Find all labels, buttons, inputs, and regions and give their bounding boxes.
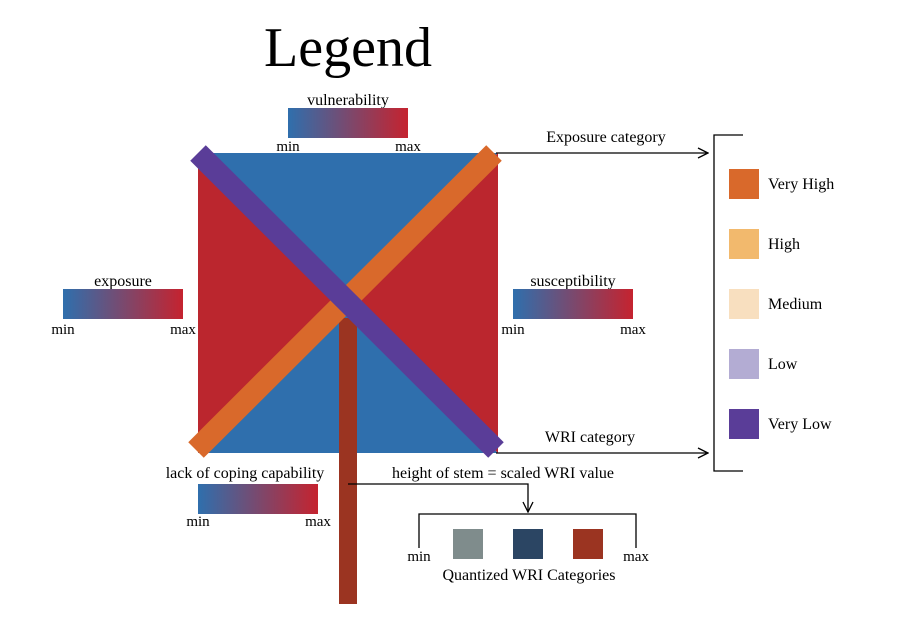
- category-arrows: Exposure category WRI category: [496, 129, 708, 453]
- susceptibility-triangle: [348, 153, 498, 453]
- exposure-level-swatch: [729, 409, 759, 439]
- quantized-max: max: [623, 549, 649, 565]
- exposure-level-swatch: [729, 169, 759, 199]
- exposure-level-label: Very Low: [768, 416, 832, 433]
- exposure-category-label: Exposure category: [546, 129, 666, 146]
- susceptibility-max: max: [620, 322, 646, 338]
- coping-max: max: [305, 514, 331, 530]
- exposure-label: exposure: [94, 273, 152, 290]
- quantized-wri-legend: height of stem = scaled WRI value min ma…: [348, 465, 649, 584]
- exposure-triangle: [198, 153, 348, 453]
- legend-title: Legend: [264, 17, 432, 79]
- exposure-gradient-legend: exposure min max: [51, 273, 196, 338]
- coping-label: lack of coping capability: [166, 465, 325, 482]
- exposure-level-label: Low: [768, 356, 798, 373]
- wri-category-bar: [190, 145, 504, 458]
- coping-gradient-legend: lack of coping capability min max: [166, 465, 332, 530]
- stem-note: height of stem = scaled WRI value: [392, 465, 614, 482]
- exposure-gradient-bar: [63, 289, 183, 319]
- stem-note-arrow: [348, 483, 528, 512]
- exposure-level-label: Medium: [768, 296, 823, 313]
- susceptibility-gradient-legend: susceptibility min max: [501, 273, 646, 338]
- quantized-swatch: [513, 529, 543, 559]
- coping-gradient-bar: [198, 484, 318, 514]
- wri-glyph: [188, 145, 504, 604]
- coping-min: min: [186, 514, 210, 530]
- quantized-min: min: [407, 549, 431, 565]
- exposure-level-swatch: [729, 289, 759, 319]
- susceptibility-label: susceptibility: [530, 273, 615, 290]
- exposure-level-label: Very High: [768, 176, 834, 193]
- vulnerability-gradient-legend: vulnerability min max: [276, 92, 421, 155]
- susceptibility-min: min: [501, 322, 525, 338]
- quantized-title: Quantized WRI Categories: [443, 567, 616, 584]
- susceptibility-gradient-bar: [513, 289, 633, 319]
- exposure-min: min: [51, 322, 75, 338]
- quantized-swatch: [573, 529, 603, 559]
- exposure-level-swatch: [729, 229, 759, 259]
- vulnerability-label: vulnerability: [307, 92, 389, 109]
- quantized-bracket: [418, 513, 637, 548]
- exposure-level-label: High: [768, 236, 800, 253]
- levels-bracket: [713, 134, 743, 472]
- vulnerability-min: min: [276, 139, 300, 155]
- exposure-level-swatch: [729, 349, 759, 379]
- exposure-max: max: [170, 322, 196, 338]
- vulnerability-max: max: [395, 139, 421, 155]
- wri-stem: [339, 318, 357, 604]
- wri-category-label: WRI category: [545, 429, 635, 446]
- vulnerability-gradient-bar: [288, 108, 408, 138]
- vulnerability-triangle: [198, 153, 498, 303]
- quantized-swatch: [453, 529, 483, 559]
